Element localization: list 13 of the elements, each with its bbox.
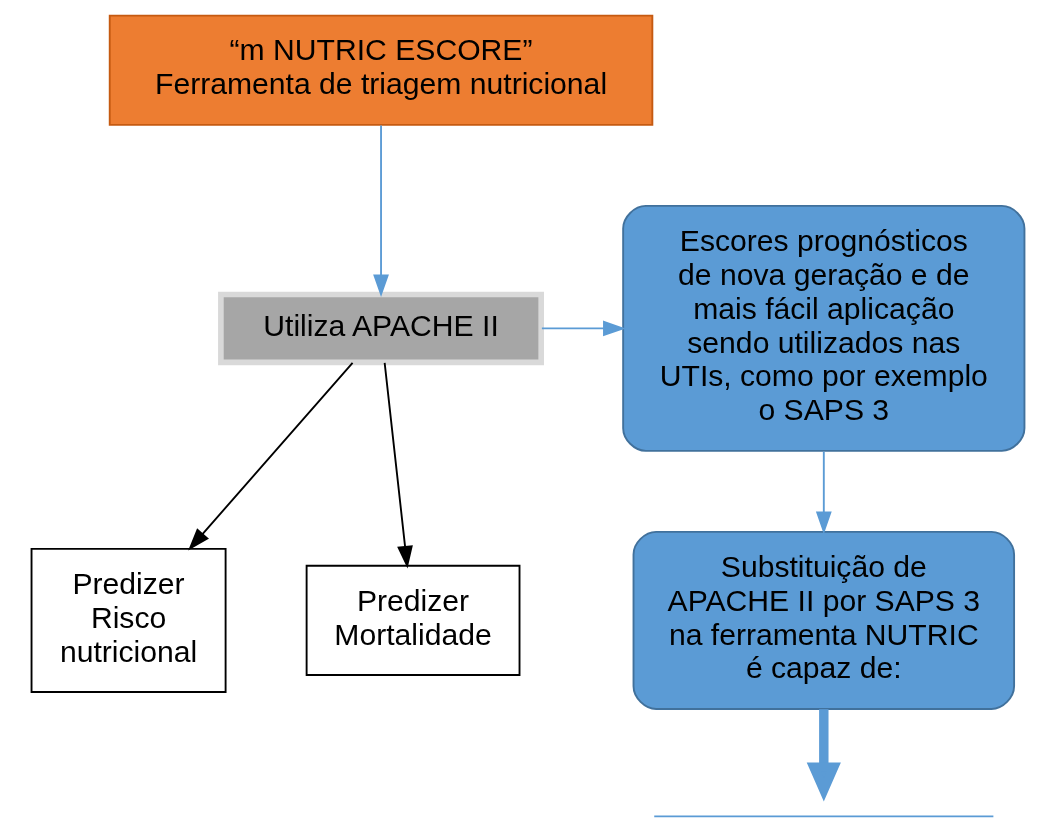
arrow (806, 709, 841, 802)
node-bracket (653, 815, 995, 818)
node-box: Predizer Risco nutricional (30, 547, 227, 693)
arrow (815, 450, 832, 535)
node-box: Predizer Mortalidade (305, 564, 521, 676)
arrow (383, 361, 413, 569)
node-box: “m NUTRIC ESCORE” Ferramenta de triagem nutricional (108, 14, 654, 126)
node-box: Utiliza APACHE II (218, 291, 544, 366)
arrow (373, 124, 389, 297)
node-box: Escores prognósticos de nova geração e de mais fácil aplicação sendo utilizados nas UTIs, como por exemplo o SAPS 3 (622, 205, 1026, 452)
arrow (188, 361, 354, 551)
arrow (540, 320, 626, 337)
node-box: Substituição de APACHE II por SAPS 3 na ferramenta NUTRIC é capaz de: (632, 530, 1016, 710)
